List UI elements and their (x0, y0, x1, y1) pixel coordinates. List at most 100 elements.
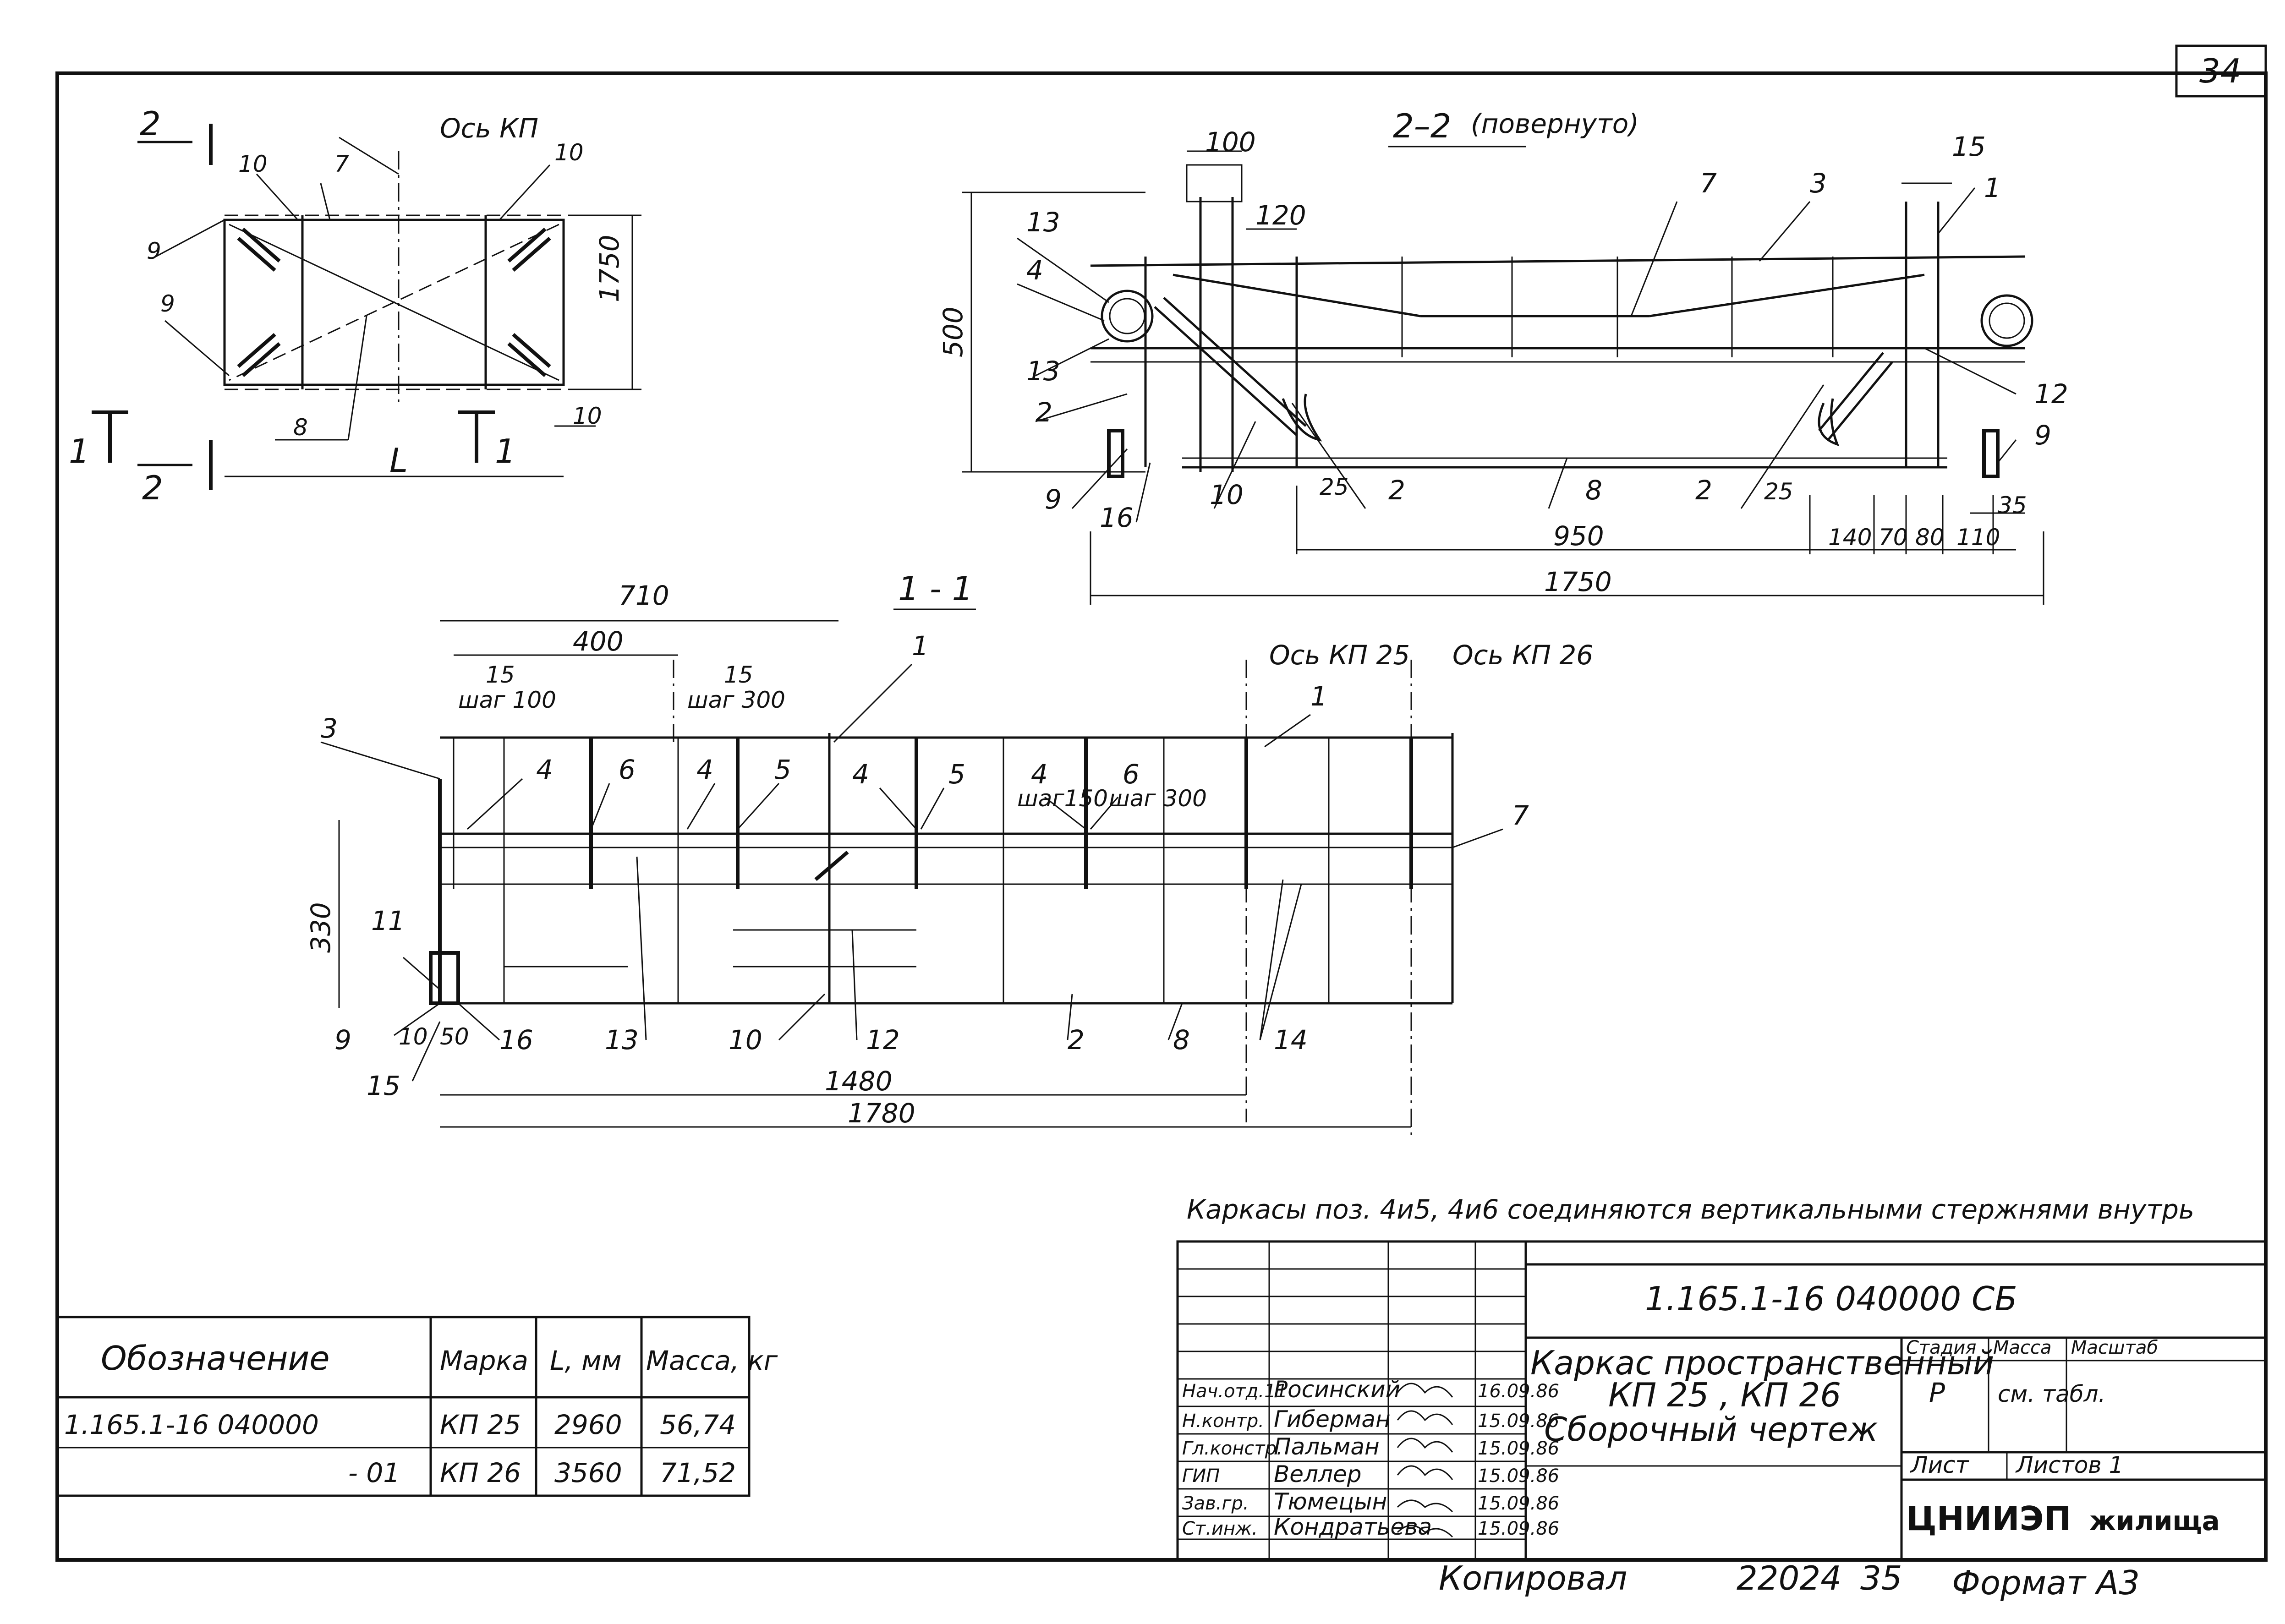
sheets-label: Листов 1 (2015, 1452, 2123, 1478)
cut-label-1b: 1 (495, 432, 516, 470)
pos-10d: 10 (729, 1024, 762, 1055)
pos-8: 8 (293, 414, 308, 441)
spec-cell: КП 25 (440, 1409, 521, 1440)
footer-order: 22024 (1737, 1559, 1841, 1597)
drawing-title: Каркас пространственный (1530, 1344, 1994, 1382)
dim-710: 710 (619, 580, 669, 611)
pos-5: 5 (774, 754, 791, 785)
pos-9: 9 (147, 238, 161, 264)
pos-7c: 7 (1512, 800, 1529, 831)
dim-15: 15 (1952, 131, 1986, 162)
pos-3: 3 (1810, 168, 1827, 199)
pos-1b: 1 (912, 630, 929, 662)
dim-L: L (389, 441, 408, 480)
doc-code: 1.165.1-16 040000 СБ (1645, 1280, 2017, 1318)
org-name-2: жилища (2089, 1505, 2220, 1537)
sheet-frame (55, 71, 2268, 1562)
section-2-2-title: 2–2 (1393, 107, 1452, 145)
dim-15b: 15 (724, 662, 753, 688)
pos-4d: 4 (852, 759, 869, 790)
footer-format: Формат А3 (1952, 1564, 2140, 1602)
pos-13c: 13 (605, 1024, 639, 1055)
pos-8c: 8 (1173, 1024, 1190, 1055)
spec-header-length: L, мм (550, 1345, 622, 1376)
sig-date: 15.09.86 (1478, 1518, 1559, 1539)
dim-500: 500 (937, 306, 969, 357)
plan-view: 2 2 1 1 Ось КП 1750 10 L 10 7 10 9 9 8 (69, 104, 641, 507)
pos-2b: 2 (1388, 475, 1405, 506)
dim-50: 50 (440, 1023, 469, 1050)
dim-25b: 25 (1764, 478, 1793, 505)
section-2-2: 2–2 (повернуто) (937, 107, 2068, 605)
pos-10: 10 (238, 151, 268, 177)
signature-mark (1397, 1438, 1453, 1453)
sheet-label: Лист (1910, 1452, 1970, 1478)
dim-950: 950 (1553, 520, 1604, 552)
step-100: шаг 100 (458, 687, 556, 713)
footer-num: 35 (1860, 1559, 1902, 1597)
signature-mark (1397, 1410, 1453, 1425)
sig-date: 16.09.86 (1478, 1381, 1559, 1402)
spec-cell: 56,74 (660, 1409, 736, 1440)
pos-8b: 8 (1585, 475, 1602, 506)
drawing-subtitle-2: Сборочный чертеж (1544, 1410, 1878, 1449)
pos-12: 12 (2034, 378, 2068, 410)
pos-7: 7 (334, 151, 349, 177)
pos-2c: 2 (1695, 475, 1712, 506)
pos-14: 14 (1274, 1024, 1308, 1055)
pos-1: 1 (1984, 172, 2001, 203)
signature-mark (1397, 1465, 1453, 1480)
pos-10c: 10 (1210, 479, 1244, 510)
dim-110: 110 (1956, 524, 2000, 551)
stage-value: Р (1929, 1377, 1945, 1408)
sig-name: Веллер (1274, 1461, 1361, 1487)
org-name: ЦНИИЭП (1906, 1499, 2071, 1538)
step-300b: шаг 300 (1109, 785, 1207, 812)
pos-10b: 10 (554, 139, 584, 166)
cut-label-2-bottom: 2 (142, 469, 163, 507)
pos-4e: 4 (1031, 759, 1048, 790)
dim-1480: 1480 (825, 1066, 893, 1097)
pos-12b: 12 (866, 1024, 900, 1055)
sig-role: Зав.гр. (1182, 1493, 1249, 1514)
dim-1750: 1750 (594, 235, 625, 302)
dim-1750b: 1750 (1544, 566, 1612, 597)
col-stage: Стадия (1906, 1337, 1976, 1358)
pos-13: 13 (1026, 207, 1060, 238)
sig-date: 15.09.86 (1478, 1493, 1559, 1514)
dim-10: 10 (573, 403, 602, 429)
drawing-subtitle: КП 25 , КП 26 (1608, 1376, 1841, 1414)
dim-25: 25 (1320, 474, 1349, 500)
spec-cell: 2960 (554, 1409, 622, 1440)
spec-cell: 3560 (554, 1457, 622, 1488)
section-2-2-note: (повернуто) (1471, 108, 1639, 139)
pos-6b: 6 (1123, 759, 1140, 790)
dim-70: 70 (1879, 524, 1908, 551)
dim-15a: 15 (486, 662, 515, 688)
spec-header-designation: Обозначение (101, 1339, 330, 1378)
dim-100: 100 (1205, 126, 1256, 158)
spec-cell: - 01 (348, 1457, 400, 1488)
pos-9b: 9 (160, 290, 175, 317)
pos-4b: 4 (536, 754, 553, 785)
pos-7b: 7 (1700, 168, 1717, 199)
pos-16: 16 (1100, 502, 1134, 533)
section-1-1-title: 1 - 1 (898, 569, 973, 608)
sig-role: ГИП (1182, 1465, 1220, 1487)
pos-1c: 1 (1310, 681, 1327, 712)
pos-13b: 13 (1026, 355, 1060, 387)
col-scale: Масштаб (2071, 1337, 2158, 1358)
sheet-number-box (2175, 44, 2267, 98)
footer-copied: Копировал (1439, 1559, 1627, 1597)
dim-1780: 1780 (848, 1098, 915, 1129)
pos-4c: 4 (696, 754, 713, 785)
sig-name: Тюмецын (1274, 1488, 1387, 1515)
cut-label-1: 1 (69, 432, 90, 470)
sig-role: Н.контр. (1182, 1411, 1264, 1432)
sig-role: Гл.констр. (1182, 1438, 1282, 1459)
signature-mark (1397, 1383, 1453, 1398)
dim-330: 330 (305, 902, 336, 953)
sig-name: Гиберман (1274, 1406, 1391, 1433)
axis-label: Ось КП (440, 113, 538, 144)
